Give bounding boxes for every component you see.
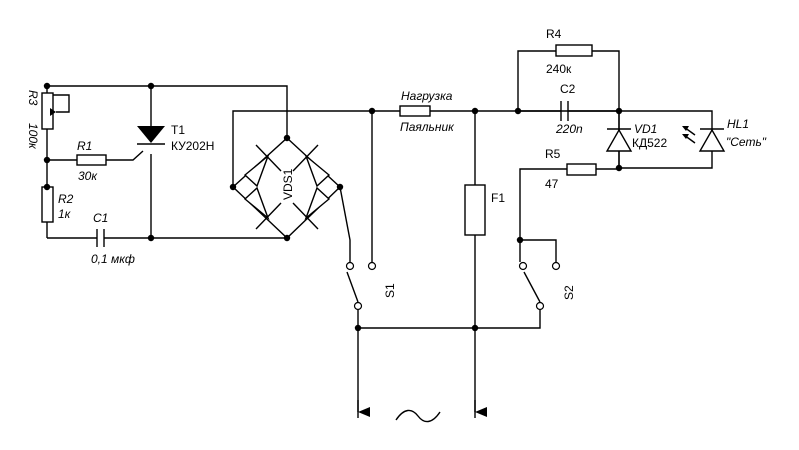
fuse-f1	[464, 184, 486, 236]
ac-symbol	[395, 409, 441, 423]
diode-vd1	[605, 128, 633, 152]
r1-value: 30к	[78, 169, 98, 183]
r1-ref: R1	[77, 139, 92, 153]
r3-ref: R3	[26, 90, 40, 106]
vd1-value: КД522	[632, 136, 667, 150]
hl1-value: "Сеть"	[726, 135, 767, 149]
resistor-r4	[555, 44, 593, 57]
switch-s2	[518, 111, 620, 311]
thyristor-t1	[137, 126, 165, 145]
load-resistor	[399, 105, 431, 117]
resistor-r2	[41, 186, 54, 223]
vd1-ref: VD1	[634, 122, 657, 136]
r5-value: 47	[545, 177, 559, 191]
bottom-bus	[358, 310, 541, 329]
t1-ref: T1	[171, 123, 185, 137]
switch-s1	[345, 111, 377, 418]
r2-value: 1к	[58, 207, 72, 221]
s2-ref: S2	[562, 285, 576, 300]
hl1-ref: HL1	[727, 117, 749, 131]
c1-value: 0,1 мкф	[91, 252, 135, 266]
r3-value: 100к	[26, 123, 40, 150]
resistor-r1	[76, 154, 107, 166]
capacitor-c1	[96, 229, 105, 247]
load-label-bottom: Паяльник	[400, 120, 455, 134]
capacitor-c2	[560, 101, 569, 121]
r5-ref: R5	[545, 147, 561, 161]
led-hl1	[682, 126, 726, 152]
c1-ref: C1	[93, 211, 108, 225]
f1-ref: F1	[491, 191, 505, 205]
r2-ref: R2	[58, 192, 74, 206]
t1-value: КУ202Н	[171, 139, 214, 153]
diode-bridge-vds1	[243, 144, 331, 230]
resistor-r5	[566, 163, 597, 176]
load-label-top: Нагрузка	[401, 89, 453, 103]
r4-ref: R4	[546, 27, 562, 41]
c2-ref: C2	[560, 82, 576, 96]
resistor-r3	[41, 92, 56, 130]
s1-ref: S1	[383, 283, 397, 298]
junction-dots	[43, 82, 623, 332]
control-wires	[46, 85, 288, 239]
r4-value: 240к	[546, 62, 572, 76]
c2-value: 220n	[555, 122, 583, 136]
vds1-ref: VDS1	[281, 168, 295, 200]
